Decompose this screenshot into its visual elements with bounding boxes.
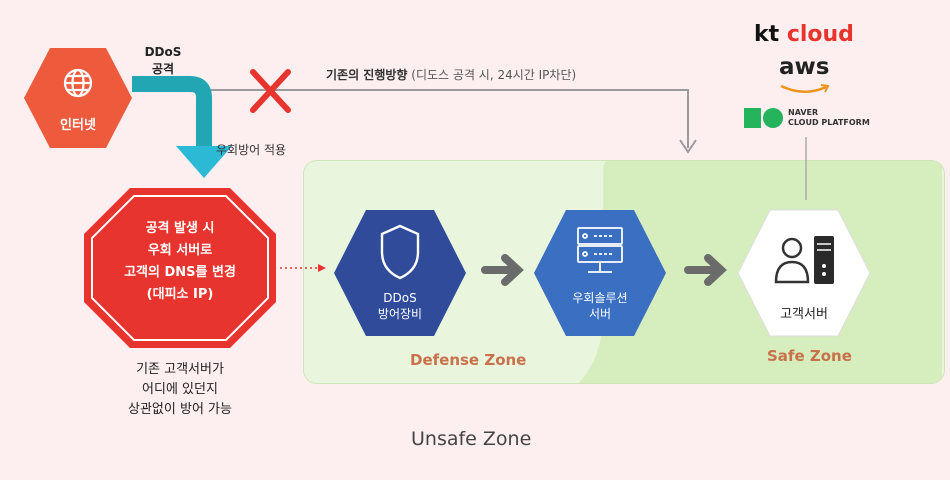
- naver-cloud-icon: [744, 108, 783, 128]
- user-server-icon: [774, 236, 834, 284]
- kt-logo-text: kt: [754, 22, 780, 47]
- ddos-attack-line-2: 공격: [151, 62, 175, 76]
- dns-redirect-arrowhead: [318, 264, 326, 272]
- ddos-device-line-2: 방어장비: [377, 307, 423, 321]
- bypass-server-label: 우회솔루션 서버: [532, 290, 668, 322]
- old-path-arrowhead: [679, 139, 697, 154]
- shield-icon: [380, 224, 420, 280]
- bypass-server-line-1: 우회솔루션: [572, 291, 628, 305]
- server-rack-icon: [577, 227, 623, 273]
- ddos-attack-line-1: DDoS: [144, 45, 182, 59]
- dns-line-1: 공격 발생 시: [145, 221, 215, 236]
- detour-label: 우회방어 적용: [216, 143, 287, 157]
- note-line-1: 기존 고객서버가: [136, 362, 224, 377]
- safe-zone-label: Safe Zone: [767, 347, 852, 365]
- ddos-device-label: DDoS 방어장비: [332, 290, 468, 322]
- flow-arrow-2: [684, 254, 727, 286]
- kt-cloud-logo: kt cloud: [754, 22, 854, 47]
- dns-line-2: 우회 서버로: [147, 243, 213, 258]
- dns-line-3: 고객의 DNS를 변경: [124, 265, 236, 280]
- detour-arrowhead: [176, 146, 232, 178]
- dns-line-4: (대피소 IP): [146, 287, 214, 302]
- customer-server-label: 고객서버: [780, 307, 828, 322]
- cloud-logo-text: cloud: [786, 22, 854, 47]
- unsafe-zone-label: Unsafe Zone: [411, 428, 532, 450]
- naver-logo-line-2: CLOUD PLATFORM: [788, 118, 870, 127]
- naver-cloud-logo-text: NAVER CLOUD PLATFORM: [788, 108, 870, 128]
- ddos-defense-hexagon: [334, 210, 466, 336]
- ddos-device-line-1: DDoS: [383, 291, 417, 305]
- detour-path: [132, 76, 212, 148]
- ddos-attack-label: DDoS 공격: [138, 44, 188, 78]
- note-line-3: 상관없이 방어 가능: [128, 402, 232, 417]
- internet-label: 인터넷: [60, 118, 96, 133]
- old-path-label: 기존의 진행방향 (디도스 공격 시, 24시간 IP차단): [326, 66, 576, 83]
- old-path-note: (디도스 공격 시, 24시간 IP차단): [407, 68, 577, 82]
- customer-server-hexagon: [737, 209, 871, 337]
- old-path-title: 기존의 진행방향: [326, 68, 408, 82]
- old-path-line: [205, 89, 689, 148]
- defense-zone-label: Defense Zone: [410, 351, 527, 369]
- globe-icon: [63, 68, 93, 98]
- flow-arrow-1: [481, 254, 524, 286]
- note-line-2: 어디에 있던지: [142, 382, 218, 397]
- aws-smile-icon: [780, 84, 830, 93]
- bypass-server-line-2: 서버: [588, 307, 612, 321]
- bypass-server-hexagon: [534, 210, 666, 336]
- dns-change-text: 공격 발생 시 우회 서버로 고객의 DNS를 변경 (대피소 IP): [92, 218, 268, 306]
- protection-note: 기존 고객서버가 어디에 있던지 상관없이 방어 가능: [90, 360, 270, 420]
- naver-logo-line-1: NAVER: [788, 108, 819, 117]
- blocked-x-icon: [250, 69, 291, 113]
- dns-change-octagon: [84, 188, 276, 348]
- aws-logo-text: aws: [779, 54, 830, 80]
- internet-hexagon: [24, 48, 132, 148]
